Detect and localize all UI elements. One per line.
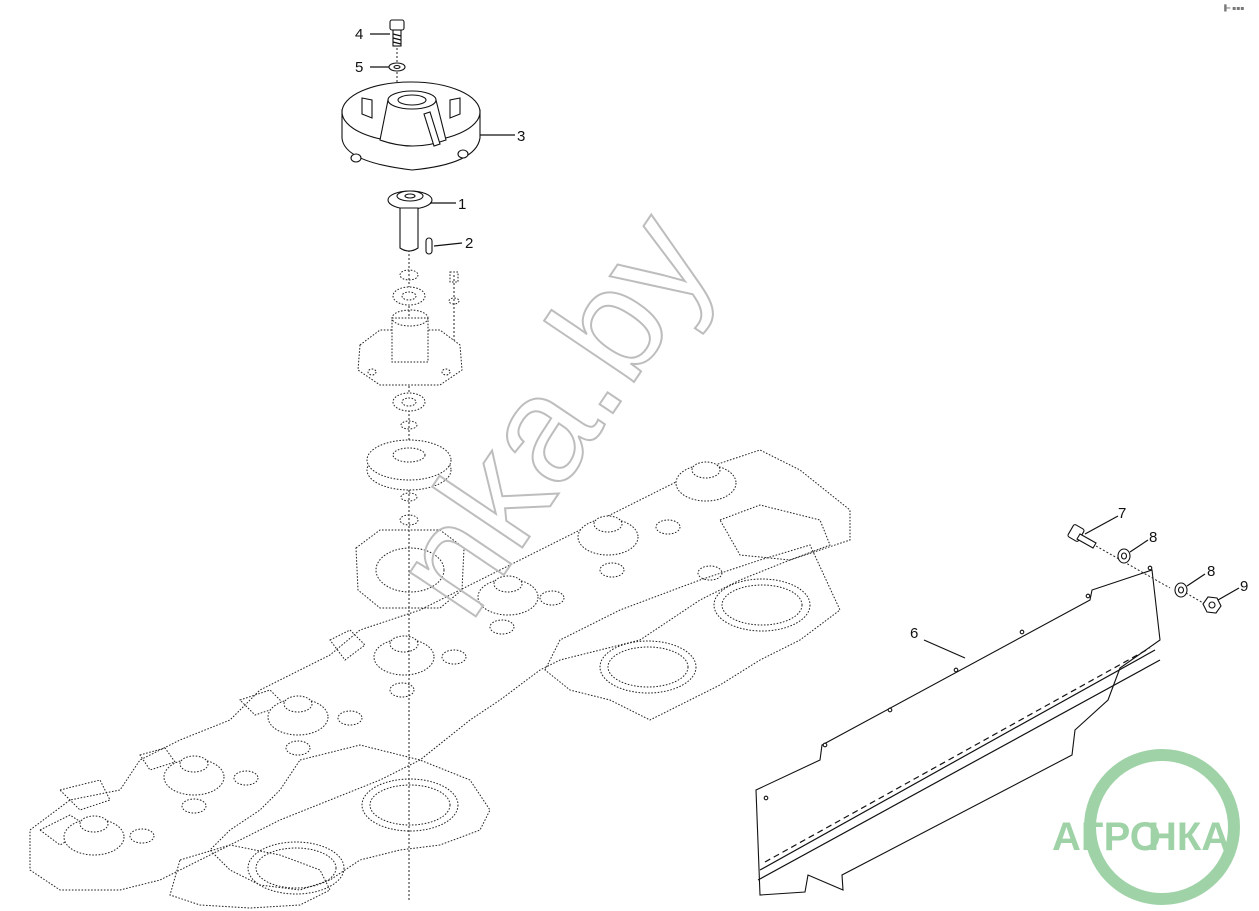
callout-8-a: 8 (1149, 529, 1157, 546)
logo-text-left: АГРО (1052, 815, 1161, 859)
part-8-washer-a (1117, 548, 1131, 564)
part-7-bolt (1067, 524, 1097, 549)
callout-1: 1 (458, 196, 466, 213)
logo-text-right: НКА (1148, 815, 1230, 859)
exploded-stack (355, 269, 465, 609)
part-6-guard-plate (755, 565, 1161, 896)
leader-lines (370, 33, 1240, 659)
callout-5: 5 (355, 59, 363, 76)
agronka-logo: АГРО НКА (1052, 749, 1240, 905)
callout-6: 6 (910, 625, 918, 642)
callout-4: 4 (355, 26, 363, 43)
callout-7: 7 (1118, 505, 1126, 522)
bearing-rings (129, 519, 723, 844)
watermark: nka.by (357, 183, 743, 643)
callout-8-b: 8 (1207, 563, 1215, 580)
corner-mark: ▐━ ▪▪▪ (1222, 4, 1244, 12)
part-1-shaft (387, 190, 433, 252)
part-5-washer (388, 62, 406, 72)
part-4-bolt (389, 19, 405, 47)
callout-2: 2 (465, 235, 473, 252)
part-2-key (425, 237, 433, 255)
lower-flanges (247, 578, 811, 895)
disc-hubs (63, 461, 737, 856)
callout-3: 3 (517, 128, 525, 145)
cutter-bar-frame (29, 449, 851, 909)
part-8-washer-b (1174, 582, 1188, 598)
callout-9: 9 (1240, 578, 1248, 595)
part-3-disc-cover (341, 81, 481, 171)
part-9-nut (1202, 596, 1222, 614)
